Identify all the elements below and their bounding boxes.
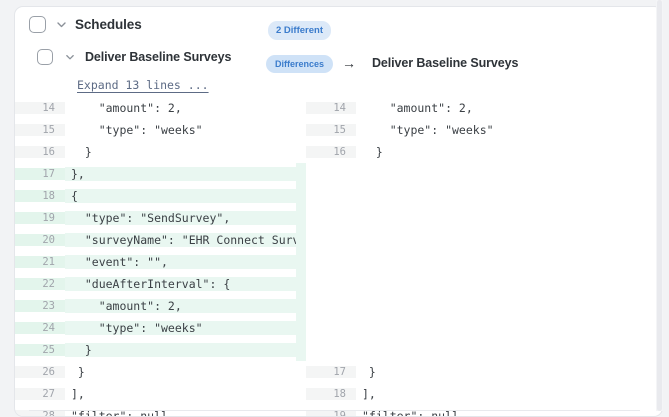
item-title-left: Deliver Baseline Surveys (85, 50, 232, 64)
diff-line (306, 339, 631, 361)
line-number: 15 (306, 124, 356, 136)
diff-line: 19 "type": "SendSurvey", (15, 207, 296, 229)
diff-line: 15 "type": "weeks" (306, 119, 631, 141)
diff-line: 17}, (15, 163, 296, 185)
schedules-header-row[interactable]: Schedules (15, 7, 662, 41)
line-number: 17 (306, 366, 356, 378)
diff-line (306, 229, 631, 251)
diff-added-edge-strip (296, 163, 306, 361)
code-text: "surveyName": "EHR Connect Survey", (65, 233, 296, 247)
line-number: 24 (15, 322, 65, 334)
diff-line: 25 } (15, 339, 296, 361)
item-title-right: Deliver Baseline Surveys (372, 56, 519, 70)
line-number: 27 (15, 388, 65, 400)
code-text: } (356, 365, 631, 379)
diff-line: 26 } (15, 361, 296, 383)
chevron-down-icon[interactable] (61, 48, 79, 66)
diff-line: 24 "type": "weeks" (15, 317, 296, 339)
chevron-down-icon[interactable] (52, 15, 70, 33)
code-text: "type": "weeks" (356, 123, 631, 137)
diff-line: 18{ (15, 185, 296, 207)
diff-line: 23 "amount": 2, (15, 295, 296, 317)
expand-lines-link-top[interactable]: Expand 13 lines ... (77, 78, 209, 92)
line-number: 18 (15, 190, 65, 202)
code-text: "type": "weeks" (65, 123, 296, 137)
line-number: 18 (306, 388, 356, 400)
diff-pane-right: 14 "amount": 2,15 "type": "weeks"16 }17 … (306, 97, 631, 416)
deliver-baseline-surveys-checkbox[interactable] (37, 49, 53, 65)
line-number: 19 (15, 212, 65, 224)
line-number: 20 (15, 234, 65, 246)
status-badge-count: 2 Different (268, 21, 331, 40)
line-number: 16 (15, 146, 65, 158)
code-text: } (65, 145, 296, 159)
diff-line: 14 "amount": 2, (306, 97, 631, 119)
line-number: 14 (15, 102, 65, 114)
diff-line (306, 295, 631, 317)
code-text: ], (65, 387, 296, 401)
code-text: "amount": 2, (65, 101, 296, 115)
diff-line (306, 317, 631, 339)
diff-line: 16 } (306, 141, 631, 163)
diff-line (306, 163, 631, 185)
diff-line: 19"filter": null (306, 405, 631, 416)
diff-line (306, 185, 631, 207)
line-number: 23 (15, 300, 65, 312)
schedules-checkbox[interactable] (29, 15, 46, 33)
line-number: 14 (306, 102, 356, 114)
diff-line: 14 "amount": 2, (15, 97, 296, 119)
line-number: 25 (15, 344, 65, 356)
code-text: "type": "weeks" (65, 321, 296, 335)
diff-line (306, 273, 631, 295)
diff-line: 28"filter": null (15, 405, 296, 416)
line-number: 21 (15, 256, 65, 268)
code-text: "filter": null (356, 409, 631, 416)
diff-line: 16 } (15, 141, 296, 163)
diff-body: 14 "amount": 2,15 "type": "weeks"16 }17}… (15, 97, 662, 416)
code-text: "dueAfterInterval": { (65, 277, 296, 291)
diff-line: 20 "surveyName": "EHR Connect Survey", (15, 229, 296, 251)
code-text: "amount": 2, (356, 101, 631, 115)
code-text: "filter": null (65, 409, 296, 416)
diff-line: 17 } (306, 361, 631, 383)
code-text: { (65, 189, 296, 203)
code-text: "event": "", (65, 255, 296, 269)
line-number: 16 (306, 146, 356, 158)
scrollbar-thumb[interactable] (657, 0, 662, 411)
diff-line: 21 "event": "", (15, 251, 296, 273)
status-badge-differences: Differences (266, 55, 334, 73)
code-text: }, (65, 167, 296, 181)
line-number: 15 (15, 124, 65, 136)
diff-line: 15 "type": "weeks" (15, 119, 296, 141)
bottom-divider (29, 410, 640, 411)
code-text: "amount": 2, (65, 299, 296, 313)
page-title: Schedules (75, 16, 142, 32)
code-text: "type": "SendSurvey", (65, 211, 296, 225)
diff-line (306, 251, 631, 273)
diff-line: 22 "dueAfterInterval": { (15, 273, 296, 295)
code-text: } (356, 145, 631, 159)
code-text: ], (356, 387, 631, 401)
line-number: 19 (306, 410, 356, 416)
diff-pane-left: 14 "amount": 2,15 "type": "weeks"16 }17}… (15, 97, 296, 416)
code-text: } (65, 365, 296, 379)
diff-line: 27], (15, 383, 296, 405)
arrow-right-icon: → (342, 55, 356, 71)
line-number: 22 (15, 278, 65, 290)
line-number: 17 (15, 168, 65, 180)
line-number: 28 (15, 410, 65, 416)
deliver-baseline-surveys-header-row[interactable]: Deliver Baseline Surveys (15, 41, 662, 73)
code-text: } (65, 343, 296, 357)
diff-line (306, 207, 631, 229)
diff-card: Schedules 2 Different Deliver Baseline S… (14, 6, 663, 417)
diff-line: 18], (306, 383, 631, 405)
line-number: 26 (15, 366, 65, 378)
expand-top-row: Expand 13 lines ... (15, 73, 662, 97)
